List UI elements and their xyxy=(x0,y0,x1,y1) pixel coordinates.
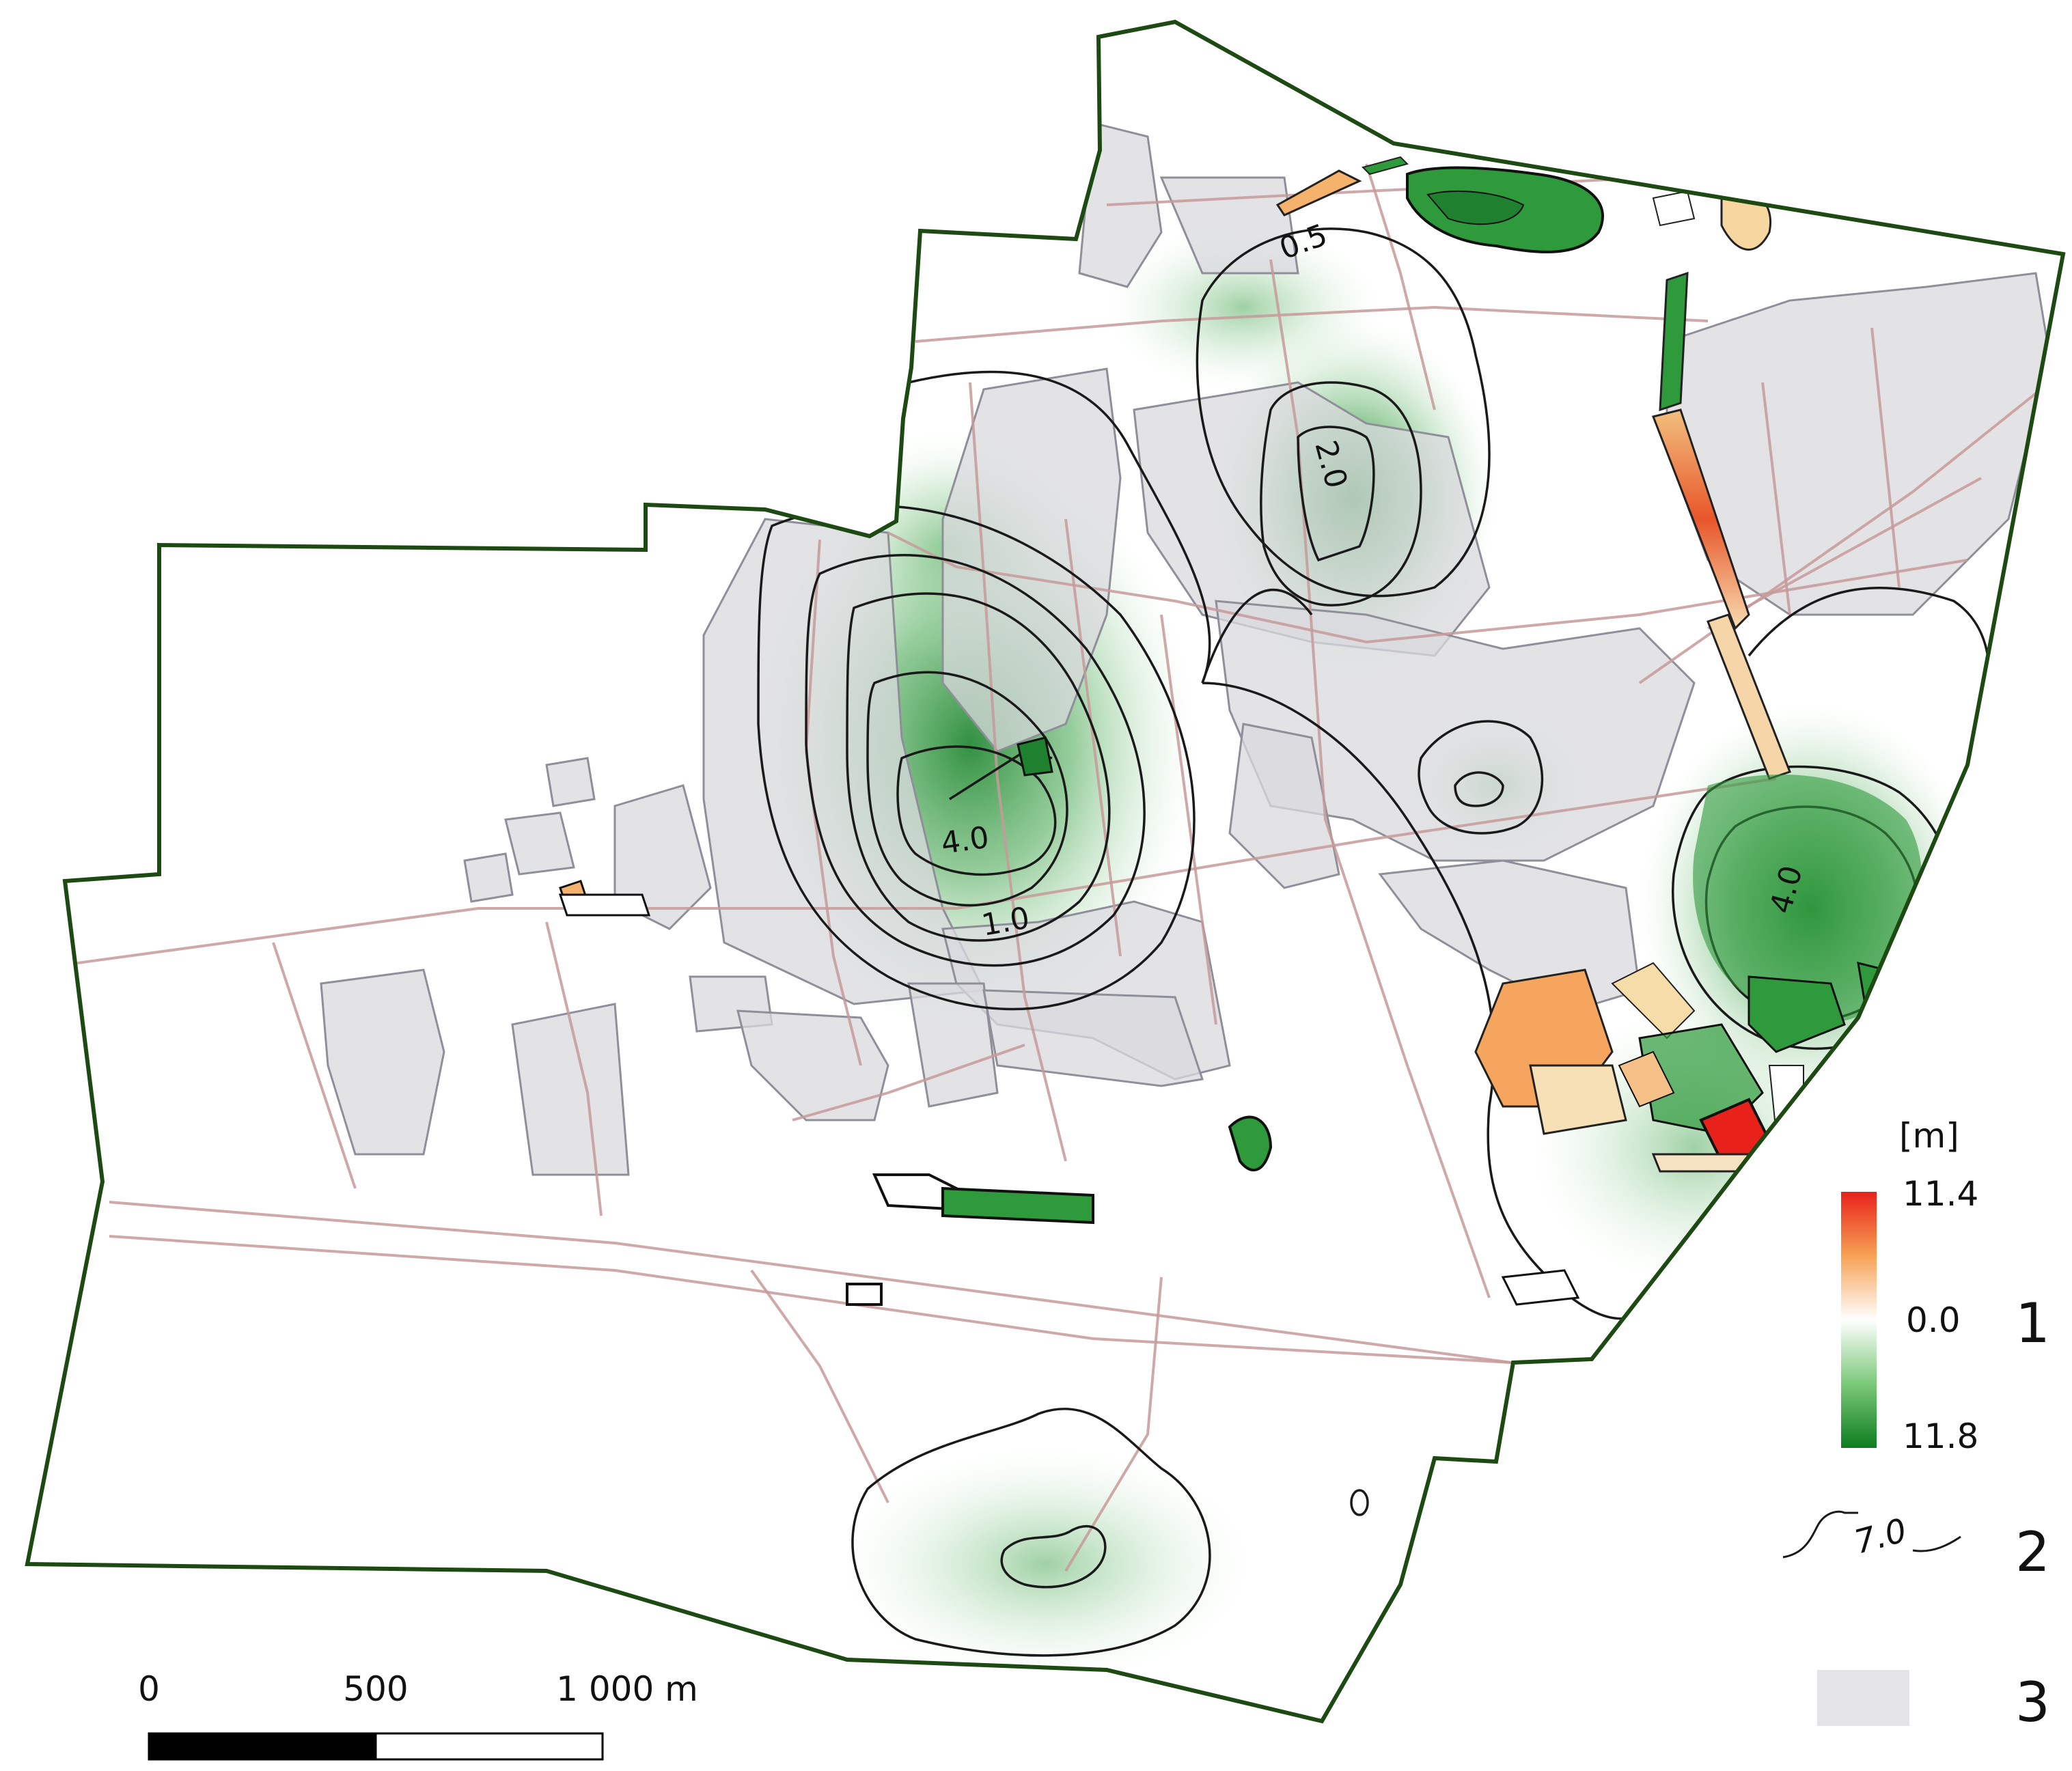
legend-building-swatch xyxy=(1817,1670,1909,1726)
scale-tick-0: 0 xyxy=(138,1669,160,1709)
legend-item-1-number: 1 xyxy=(2015,1292,2050,1355)
contour-lines xyxy=(757,227,1991,1657)
legend-item-3-number: 3 xyxy=(2015,1671,2050,1734)
legend-max-label: 11.4 xyxy=(1903,1174,1978,1214)
scale-tick-1000: 1 000 m xyxy=(556,1669,698,1709)
legend-min-label: 11.8 xyxy=(1903,1417,1978,1456)
legend-contour-sample: 7.0 xyxy=(1782,1510,1961,1562)
legend-item-2-number: 2 xyxy=(2015,1520,2050,1584)
deformation-patches xyxy=(558,156,1922,1306)
contour-label-4-0-west: 4.0 xyxy=(939,820,991,861)
legend-mid-label: 0.0 xyxy=(1906,1300,1961,1340)
scale-tick-500: 500 xyxy=(343,1669,408,1709)
parcel-lines xyxy=(27,163,2051,1572)
scale-bar-white-segment xyxy=(374,1732,604,1761)
contour-label-1-0: 1.0 xyxy=(979,900,1032,943)
legend-color-ramp xyxy=(1841,1192,1877,1448)
legend-unit: [m] xyxy=(1899,1116,1959,1156)
scale-bar: 0 500 1 000 m xyxy=(138,1669,698,1761)
study-area-outline xyxy=(25,19,2066,1724)
legend-contour-sample-label: 7.0 xyxy=(1851,1511,1911,1562)
scale-bar-black-segment xyxy=(148,1732,377,1761)
legend: [m] 11.4 0.0 11.8 1 7.0 2 3 xyxy=(1782,1116,2050,1734)
